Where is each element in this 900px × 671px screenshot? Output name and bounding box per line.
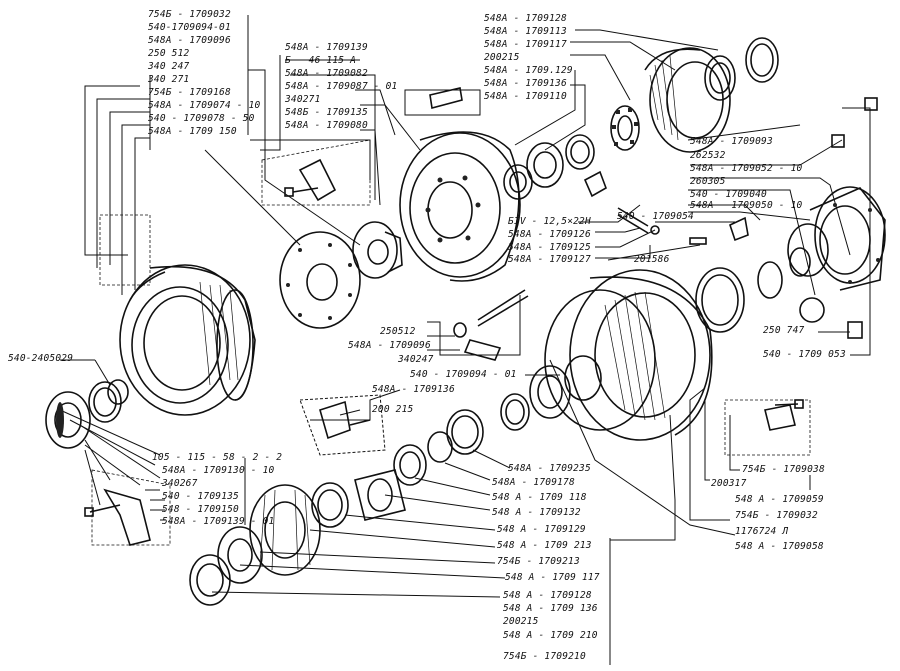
ring-stack-bottom — [311, 409, 484, 528]
part-number-label: 548А - 1709093 — [690, 136, 773, 147]
part-number-label: 540 - 1709 053 — [763, 349, 846, 360]
part-number-label: 548А - 1709113 — [484, 26, 567, 37]
part-number-label: 754Б - 1709032 — [148, 9, 231, 20]
part-number-label: 540 - 1709094 - 01 — [410, 369, 517, 380]
part-number-label: 340 247 — [148, 61, 190, 72]
part-number-label: 548А - 1709128 — [484, 13, 567, 24]
part-number-label: 340247 — [398, 354, 434, 365]
part-number-label: 548А - 1709 150 — [148, 126, 237, 137]
part-number-label: 1176724 Л — [735, 526, 789, 537]
part-number-label: 548А - 1709052 - 10 — [690, 163, 803, 174]
part-number-label: 340 271 — [148, 74, 190, 85]
bolt-bracket-top-middle — [284, 158, 337, 202]
part-number-label: 548А - 1709074 - 10 — [148, 100, 261, 111]
hub-flange — [352, 221, 403, 279]
part-number-label: 540-1709094-01 — [148, 22, 231, 33]
part-number-label: 540 - 1709078 - 50 — [148, 113, 255, 124]
part-number-label: 548 А - 1709 136 — [503, 603, 598, 614]
gear-bottom-center — [189, 484, 321, 606]
part-number-label: 548 А - 1709 118 — [492, 492, 587, 503]
part-number-label: 250 747 — [763, 325, 805, 336]
part-number-label: 548А - 1709178 — [492, 477, 575, 488]
gear-ring-top-right — [644, 37, 779, 153]
part-number-label: 340271 — [285, 94, 321, 105]
pin-set — [429, 87, 660, 235]
part-number-label: 548А - 1709096 — [148, 35, 231, 46]
part-number-label: 548А - 1709130 - 10 — [162, 465, 275, 476]
part-number-label: 548А - 1709136 — [372, 384, 455, 395]
part-number-label: 548 А - 1709 210 — [503, 630, 598, 641]
part-number-label: 548А - 1709110 — [484, 91, 567, 102]
part-number-label: 201586 — [634, 254, 670, 265]
bolt-bracket-bottom-right — [764, 399, 804, 431]
part-number-label: 548А - 1709139 — [285, 42, 368, 53]
part-number-label: 548 А - 1709059 — [735, 494, 824, 505]
part-number-label: 754Б - 1709210 — [503, 651, 586, 662]
part-number-label: 548 - 1709150 — [162, 504, 239, 515]
part-number-label: 540 - 1709040 — [690, 189, 767, 200]
part-number-label: 262532 — [690, 150, 726, 161]
part-number-label: 548Б - 1709135 — [285, 107, 368, 118]
part-number-label: 548А - 1709096 — [348, 340, 431, 351]
part-number-label: 548А - 1709127 — [508, 254, 591, 265]
bearing-set-top — [503, 134, 595, 200]
part-number-label: 548А - 1709235 — [508, 463, 591, 474]
planetary-hub-right — [689, 97, 886, 339]
part-number-label: 250512 — [380, 326, 416, 337]
part-number-label: 548 А - 1709129 — [497, 524, 586, 535]
part-number-label: 754Б - 1709032 — [735, 510, 818, 521]
part-number-label: 548А - 1709080 — [285, 120, 368, 131]
part-number-label: 548А - 1709.129 — [484, 65, 573, 76]
part-number-label: 105 - 115 - 58 - 2 - 2 — [152, 452, 283, 463]
part-number-label: 200 215 — [372, 404, 414, 415]
part-number-label: 548А - 1709050 - 10 — [690, 200, 803, 211]
part-number-label: 548 А - 1709132 — [492, 507, 581, 518]
part-number-label: 340267 — [162, 478, 198, 489]
part-number-label: 548А - 1709139 - 01 — [162, 516, 275, 527]
part-number-label: Б - 46 115 А — [285, 55, 357, 66]
part-number-label: 548А - 1709087 - 01 — [285, 81, 398, 92]
part-number-label: 548А - 1709082 — [285, 68, 368, 79]
part-number-label: 548А - 1709136 — [484, 78, 567, 89]
oil-seal-left — [45, 379, 129, 449]
roller-bearing-center — [500, 365, 571, 431]
part-number-label: 200215 — [503, 616, 539, 627]
bracket-plate-center-left — [319, 400, 371, 440]
part-number-label: 540 - 1709054 — [617, 211, 694, 222]
roller-cage-top — [610, 105, 640, 151]
part-number-label: 200215 — [484, 52, 520, 63]
long-bolt-center — [453, 289, 529, 361]
brake-drum-left — [119, 264, 256, 416]
part-number-label: 754Б - 1709213 — [497, 556, 580, 567]
part-number-label: 548 А - 1709058 — [735, 541, 824, 552]
part-number-label: 548 А - 1709128 — [503, 590, 592, 601]
brake-wheel-disc — [399, 131, 521, 282]
part-number-label: БIV - 12,5×22Н — [508, 216, 591, 227]
part-number-label: 754Б - 1709038 — [742, 464, 825, 475]
bolt-plate-bottom-left — [84, 488, 151, 546]
part-number-label: 548А - 1709125 — [508, 242, 591, 253]
part-number-label: 200317 — [711, 478, 747, 489]
part-number-label: 548А - 1709117 — [484, 39, 567, 50]
part-number-label: 540 - 1709135 — [162, 491, 239, 502]
part-number-label: 540-2405029 — [8, 353, 74, 364]
flange-disc — [279, 231, 361, 329]
part-number-label: 260305 — [690, 176, 726, 187]
gear-ring-center — [544, 267, 745, 441]
part-number-label: 548А - 1709126 — [508, 229, 591, 240]
part-number-label: 548 А - 1709 213 — [497, 540, 592, 551]
part-number-label: 250 512 — [148, 48, 190, 59]
part-number-label: 754Б - 1709168 — [148, 87, 231, 98]
part-number-label: 548 А - 1709 117 — [505, 572, 600, 583]
